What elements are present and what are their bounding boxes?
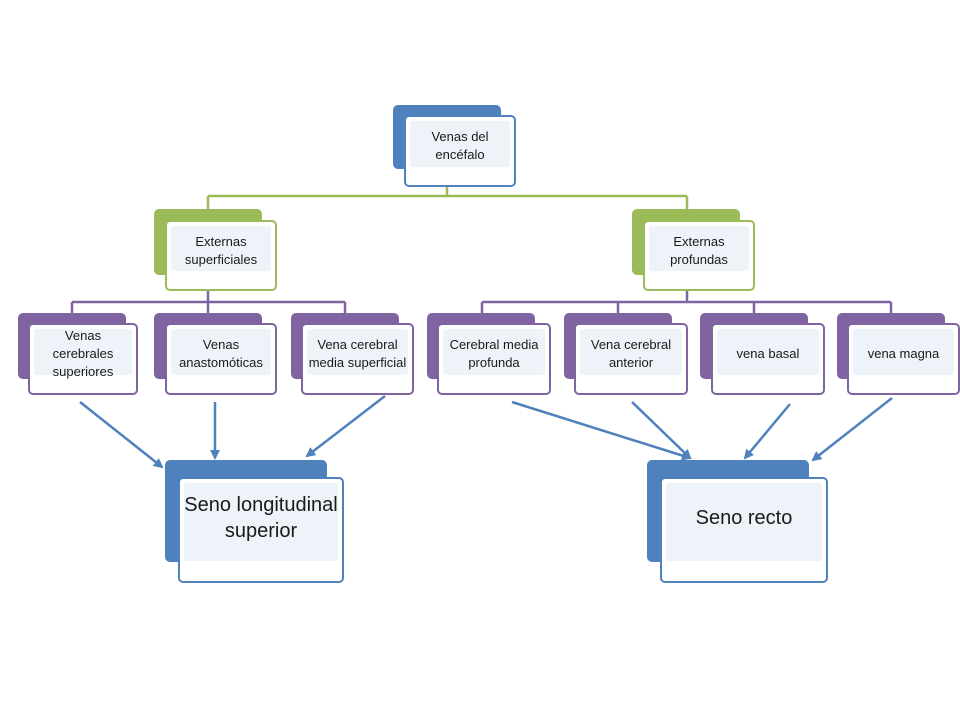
arrow-basal	[743, 403, 791, 460]
arrow-magna	[811, 397, 893, 462]
node-label: Seno recto	[695, 507, 793, 529]
node-label: Vena cerebral anterior	[590, 337, 672, 370]
arrow-superiores	[79, 401, 164, 469]
node-label: Externas superficiales	[184, 233, 258, 267]
node-label: vena basal	[736, 346, 800, 361]
node-label: Venas del encéfalo	[431, 129, 489, 162]
arrow-cerebral-anterior	[631, 401, 692, 460]
deep-connector	[480, 290, 893, 316]
node-label: Venas cerebrales superiores	[52, 328, 114, 379]
flow-arrows	[79, 395, 893, 469]
node-label: Externas profundas	[670, 233, 728, 267]
arrow-media-superficial	[305, 395, 386, 458]
node-label: Venas anastomóticas	[179, 337, 263, 370]
superficial-connector	[70, 290, 347, 316]
root-connector	[206, 186, 689, 212]
arrow-media-profunda	[511, 400, 692, 461]
node-label: Cerebral media profunda	[449, 337, 539, 370]
node-label: Vena cerebral media superficial	[308, 337, 407, 370]
node-label: Seno longitudinal superior	[184, 494, 338, 542]
node-label: vena magna	[867, 346, 940, 361]
